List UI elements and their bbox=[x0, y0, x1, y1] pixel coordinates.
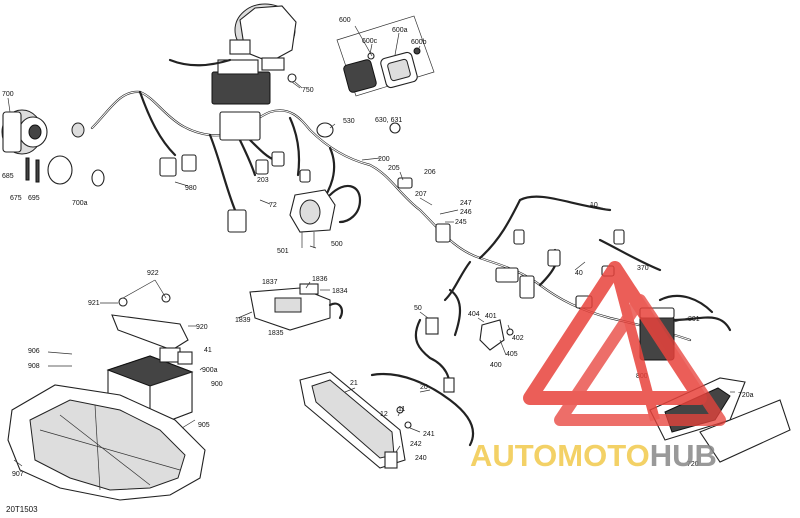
callout-370: 370 bbox=[637, 265, 649, 272]
callout-905: 905 bbox=[198, 422, 210, 429]
callout-203: 203 bbox=[257, 177, 269, 184]
watermark-brand-automoto: AUTOMOTO bbox=[470, 438, 650, 473]
callout-695: 695 bbox=[28, 195, 40, 202]
callout-207: 207 bbox=[415, 191, 427, 198]
callout-402: 402 bbox=[512, 335, 524, 342]
callout-630-631: 630, 631 bbox=[375, 117, 402, 124]
callout-246: 246 bbox=[460, 209, 472, 216]
callout-900a: 900a bbox=[202, 367, 218, 374]
callout-600c: 600c bbox=[362, 38, 378, 45]
watermark: AUTOMOTOHUB bbox=[470, 261, 726, 473]
callout-900: 900 bbox=[211, 381, 223, 388]
callout-675: 675 bbox=[10, 195, 22, 202]
svg-text:AUTOMOTOHUB: AUTOMOTOHUB bbox=[470, 438, 717, 473]
leader-lines bbox=[7, 25, 735, 467]
headlight-assembly-top bbox=[229, 3, 297, 63]
callout-720a: 720a bbox=[738, 392, 754, 399]
callout-700: 700 bbox=[2, 91, 14, 98]
callout-700a: 700a bbox=[72, 200, 88, 207]
callout-720: 720 bbox=[687, 461, 699, 468]
callout-501: 501 bbox=[277, 248, 289, 255]
harness-50 bbox=[414, 288, 462, 393]
callout-50: 50 bbox=[414, 305, 422, 312]
callout-404: 404 bbox=[468, 311, 480, 318]
callout-206: 206 bbox=[424, 169, 436, 176]
callout-600b: 600b bbox=[411, 39, 427, 46]
callout-405: 405 bbox=[506, 351, 518, 358]
callout-980: 980 bbox=[185, 185, 197, 192]
callout-41: 41 bbox=[204, 347, 212, 354]
callout-10: 10 bbox=[590, 202, 598, 209]
callout-600a: 600a bbox=[392, 27, 408, 34]
callout-907: 907 bbox=[12, 471, 24, 478]
watermark-logo-icon bbox=[523, 261, 726, 426]
callout-20: 20 bbox=[420, 384, 428, 391]
callout-400: 400 bbox=[490, 362, 502, 369]
callout-200: 200 bbox=[378, 156, 390, 163]
callout-922: 922 bbox=[147, 270, 159, 277]
harness-connectors bbox=[159, 111, 625, 309]
headlight-700 bbox=[1, 109, 105, 187]
callout-242: 242 bbox=[410, 441, 422, 448]
callout-920: 920 bbox=[196, 324, 208, 331]
gauge-cluster-600 bbox=[336, 15, 435, 97]
callout-500: 500 bbox=[331, 241, 343, 248]
control-module-750 bbox=[211, 57, 301, 105]
callout-40: 40 bbox=[575, 270, 583, 277]
callout-12: 12 bbox=[380, 411, 388, 418]
sensor-400 bbox=[479, 319, 514, 356]
battery-tray-920 bbox=[111, 293, 189, 351]
callout-1835: 1835 bbox=[268, 330, 284, 337]
callout-600: 600 bbox=[339, 17, 351, 24]
callout-1839: 1839 bbox=[235, 317, 251, 324]
callout-72: 72 bbox=[269, 202, 277, 209]
callout-685: 685 bbox=[2, 173, 14, 180]
callout-247: 247 bbox=[460, 200, 472, 207]
callout-921: 921 bbox=[88, 300, 100, 307]
callout-205: 205 bbox=[388, 165, 400, 172]
callout-1836: 1836 bbox=[312, 276, 328, 283]
callout-1834: 1834 bbox=[332, 288, 348, 295]
callout-240: 240 bbox=[415, 455, 427, 462]
bracket-500 bbox=[289, 184, 362, 248]
callout-245: 245 bbox=[455, 219, 467, 226]
callout-906: 906 bbox=[28, 348, 40, 355]
callout-21: 21 bbox=[350, 380, 358, 387]
callout-908: 908 bbox=[28, 363, 40, 370]
watermark-brand-hub: HUB bbox=[650, 438, 717, 473]
relay-block-1835 bbox=[249, 283, 344, 331]
callout-750: 750 bbox=[302, 87, 314, 94]
callout-401: 401 bbox=[485, 313, 497, 320]
callout-530: 530 bbox=[343, 118, 355, 125]
callout-241: 241 bbox=[423, 431, 435, 438]
chassis-tray-905 bbox=[7, 384, 206, 501]
diagram-reference-code: 20T1503 bbox=[6, 505, 38, 514]
rail-and-harness-20 bbox=[299, 371, 475, 469]
callout-1837: 1837 bbox=[262, 279, 278, 286]
callout-11: 11 bbox=[398, 406, 405, 413]
callout-801: 801 bbox=[688, 316, 700, 323]
